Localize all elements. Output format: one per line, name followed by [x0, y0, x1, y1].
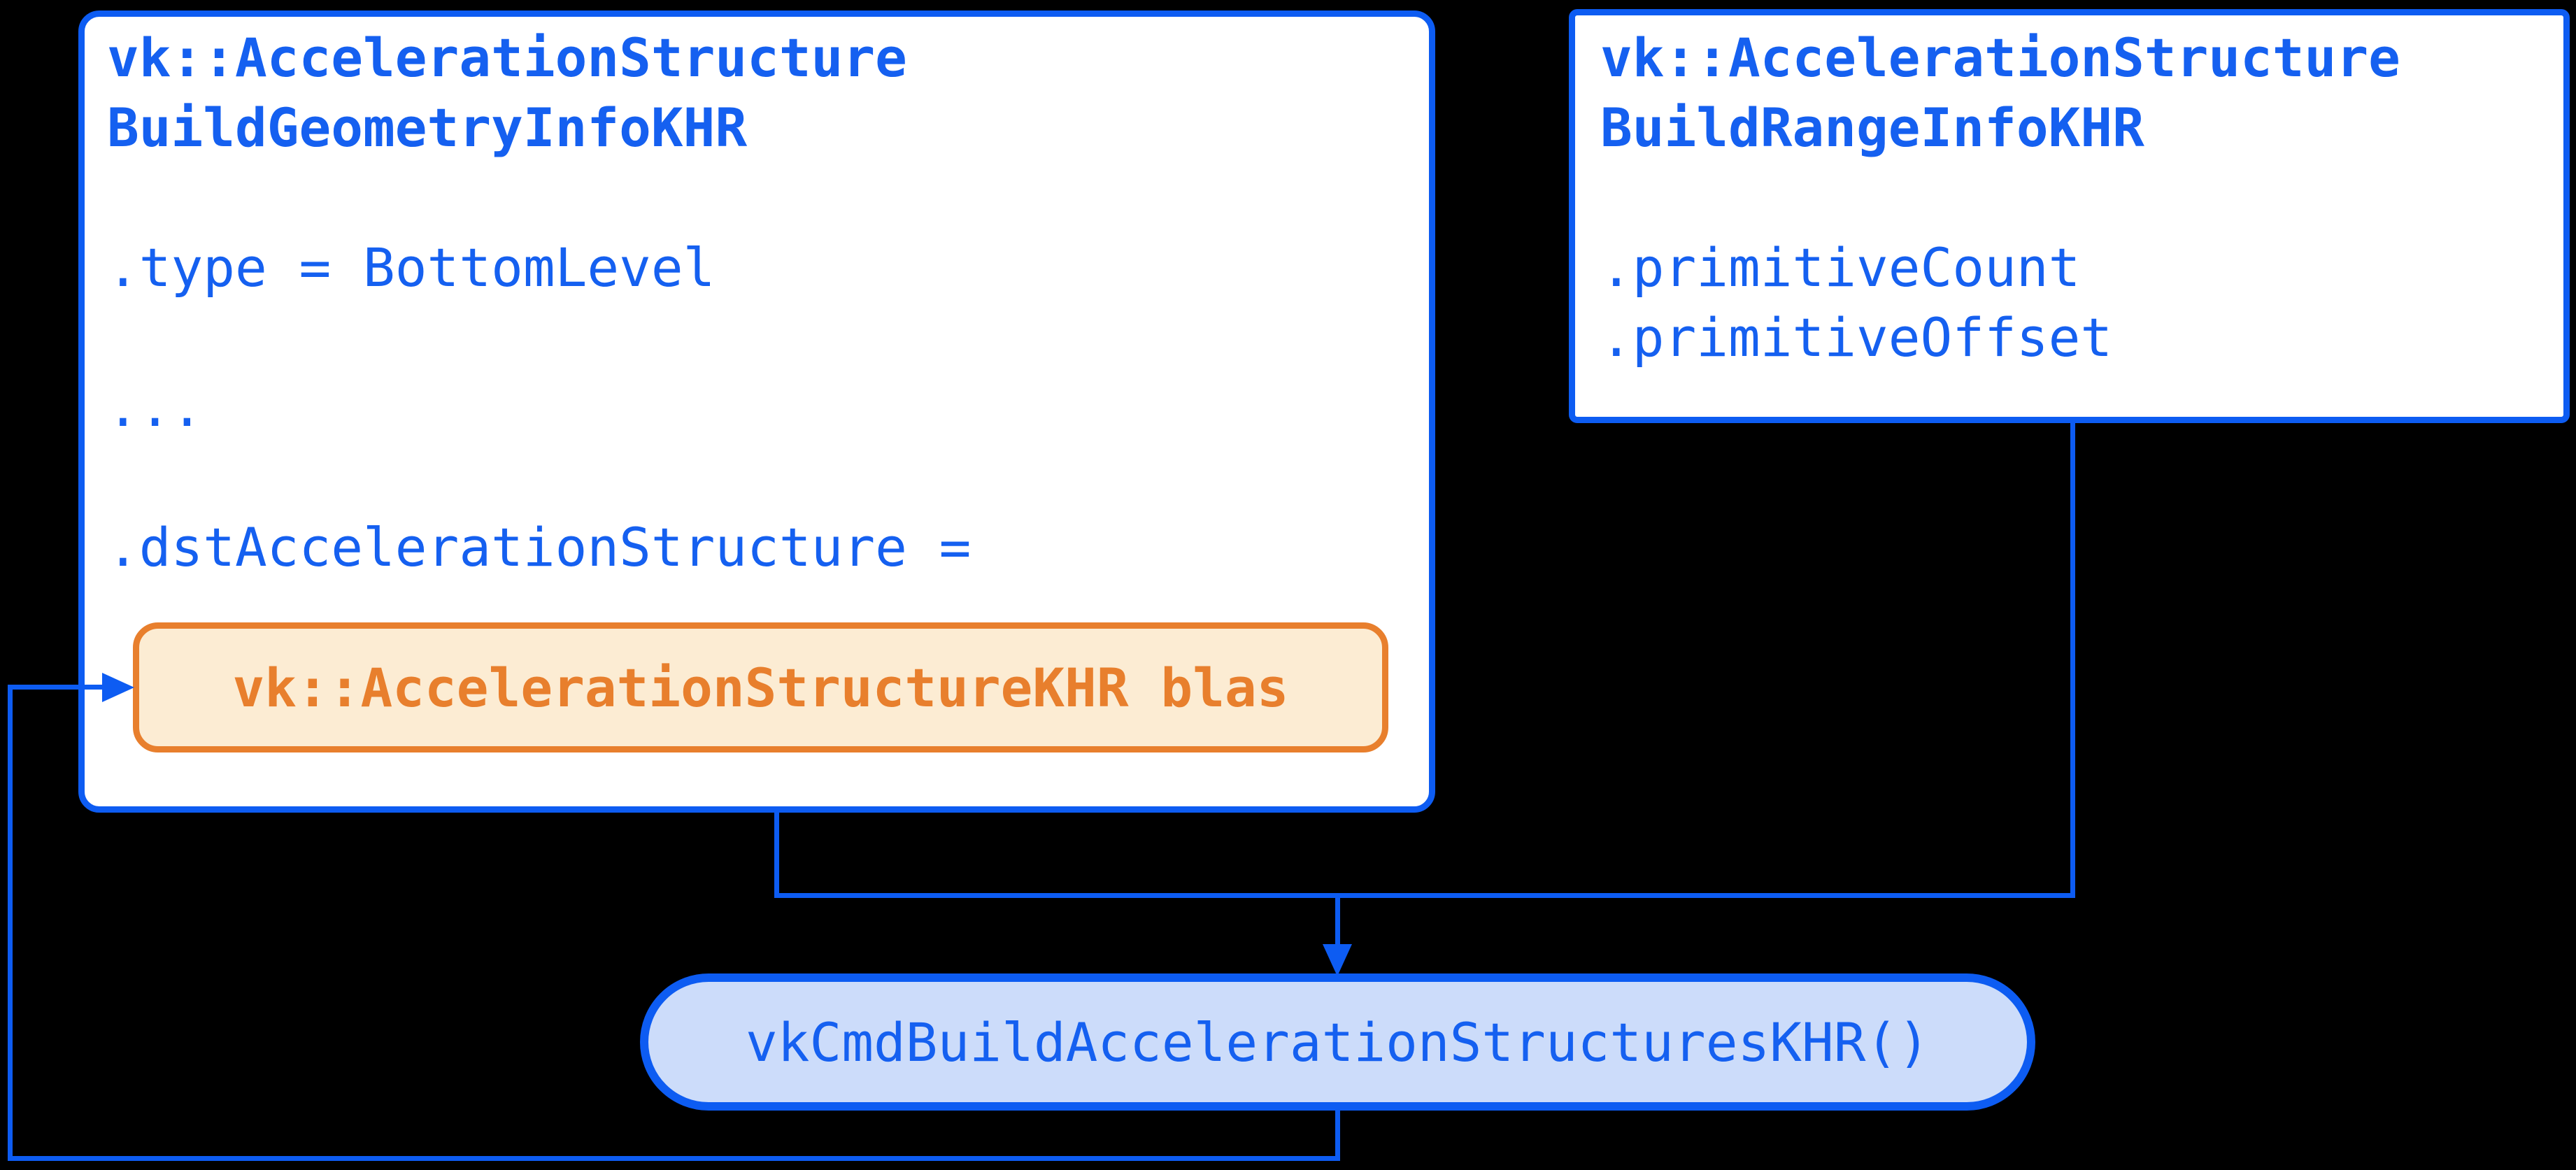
connector-pill-bottom-down [1335, 1109, 1340, 1161]
arrow-right-icon [102, 673, 134, 702]
struct-title-line: vk::AccelerationStructure [1600, 27, 2400, 89]
build-call-pill: vkCmdBuildAccelerationStructuresKHR() [640, 973, 2035, 1111]
ellipsis-line: ... [107, 376, 204, 438]
struct-title-line: BuildRangeInfoKHR [1600, 97, 2144, 159]
build-geometry-info-text: vk::AccelerationStructure BuildGeometryI… [107, 23, 971, 583]
connector-feedback-to-chip [8, 685, 105, 690]
blank-line [107, 303, 971, 373]
connector-left-box-down [774, 811, 779, 898]
blas-handle-chip: vk::AccelerationStructureKHR blas [133, 622, 1388, 752]
arrow-down-icon [1323, 944, 1352, 976]
struct-field-line: .type = BottomLevel [107, 236, 716, 299]
build-range-info-text: vk::AccelerationStructure BuildRangeInfo… [1600, 23, 2400, 373]
build-call-label: vkCmdBuildAccelerationStructuresKHR() [746, 1011, 1930, 1073]
struct-field-line: .dstAccelerationStructure = [107, 516, 972, 578]
blank-line [107, 163, 971, 233]
blas-handle-label: vk::AccelerationStructureKHR blas [232, 656, 1289, 719]
build-range-info-box: vk::AccelerationStructure BuildRangeInfo… [1569, 9, 2570, 423]
connector-feedback-left [8, 685, 13, 1161]
blank-line [1600, 163, 2400, 233]
struct-field-line: .primitiveOffset [1600, 306, 2113, 369]
connector-merge-horizontal [774, 893, 2075, 898]
connector-right-box-down [2070, 422, 2075, 898]
connector-to-pill-stem [1335, 898, 1340, 947]
blank-line [107, 443, 971, 513]
struct-title-line: BuildGeometryInfoKHR [107, 97, 748, 159]
struct-title-line: vk::AccelerationStructure [107, 27, 907, 89]
struct-field-line: .primitiveCount [1600, 236, 2081, 299]
connector-feedback-bottom [8, 1156, 1340, 1161]
